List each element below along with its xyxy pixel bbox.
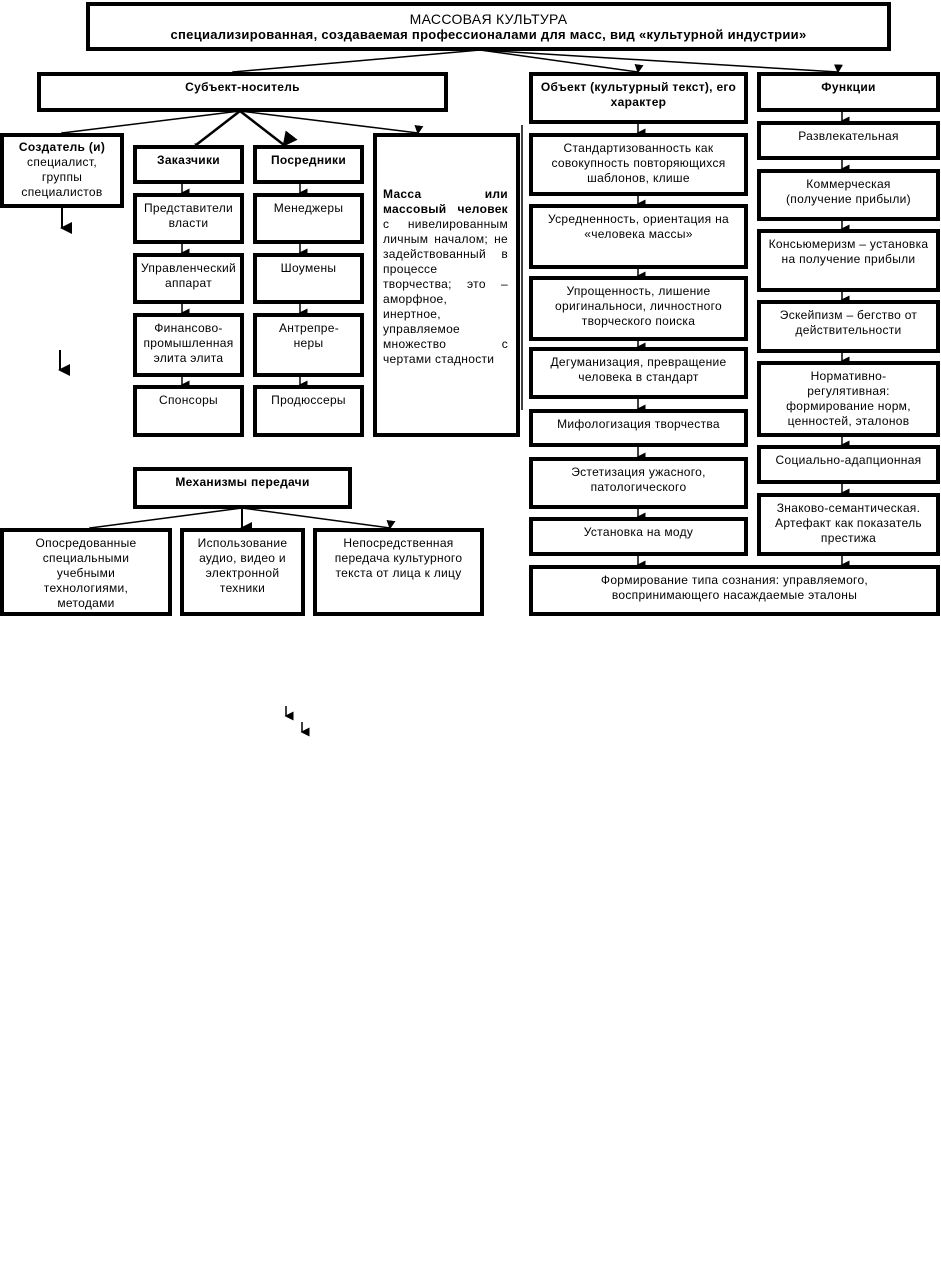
- mediator-item: Продюссеры: [253, 385, 364, 437]
- mechanism-item: Опосредованные специальными учебными тех…: [0, 528, 172, 616]
- title: МАССОВАЯ КУЛЬТУРА: [409, 11, 568, 27]
- mass-text: с нивелированным личным началом; не заде…: [383, 217, 508, 366]
- customer-item: Управленческий аппарат: [133, 253, 244, 304]
- function-item: Знаково-семантическая. Артефакт как пока…: [757, 493, 940, 556]
- function-item: Консьюмеризм – установка на получение пр…: [757, 229, 940, 292]
- creator-text: специалист, группы специалистов: [21, 155, 103, 199]
- function-item: Эскейпизм – бегство от действительности: [757, 300, 940, 353]
- customers-box: Заказчики: [133, 145, 244, 184]
- function-item: Социально-адапционная: [757, 445, 940, 484]
- function-item: Развлекательная: [757, 121, 940, 160]
- object-item: Мифологизация творчества: [529, 409, 748, 447]
- object-item: Установка на моду: [529, 517, 748, 556]
- object-item: Дегуманизация, превращение человека в ст…: [529, 347, 748, 399]
- mediator-item: Менеджеры: [253, 193, 364, 244]
- result-box: Формирование типа сознания: управляемого…: [529, 565, 940, 616]
- object-item: Стандартизованность как совокупность пов…: [529, 133, 748, 196]
- mechanism-item: Непосредственная передача культурного те…: [313, 528, 484, 616]
- mediators-box: Посредники: [253, 145, 364, 184]
- mediator-item: Антрепре-неры: [253, 313, 364, 377]
- object-item: Усредненность, ориентация на «человека м…: [529, 204, 748, 269]
- subtitle: специализированная, создаваемая професси…: [170, 27, 807, 42]
- object-box: Объект (культурный текст), его характер: [529, 72, 748, 124]
- object-item: Эстетизация ужасного, патологического: [529, 457, 748, 509]
- function-item: Нормативно-регулятивная: формирование но…: [757, 361, 940, 437]
- customer-item: Представители власти: [133, 193, 244, 244]
- creator-box: Создатель (и) специалист, группы специал…: [0, 133, 124, 208]
- mass-title: Масса или массовый человек: [383, 187, 508, 216]
- creator-title: Создатель (и): [18, 140, 106, 154]
- object-item: Упрощенность, лишение оригинальноси, лич…: [529, 276, 748, 341]
- mediator-item: Шоумены: [253, 253, 364, 304]
- customer-item: Финансово-промышленная элита элита: [133, 313, 244, 377]
- title-box: МАССОВАЯ КУЛЬТУРА специализированная, со…: [86, 2, 891, 51]
- mechanism-item: Использование аудио, видео и электронной…: [180, 528, 305, 616]
- customer-item: Спонсоры: [133, 385, 244, 437]
- functions-box: Функции: [757, 72, 940, 112]
- mass-box: Масса или массовый человек с нивелирован…: [373, 133, 520, 437]
- subject-box: Субъект-носитель: [37, 72, 448, 112]
- function-item: Коммерческая (получение прибыли): [757, 169, 940, 221]
- mechanisms-box: Механизмы передачи: [133, 467, 352, 509]
